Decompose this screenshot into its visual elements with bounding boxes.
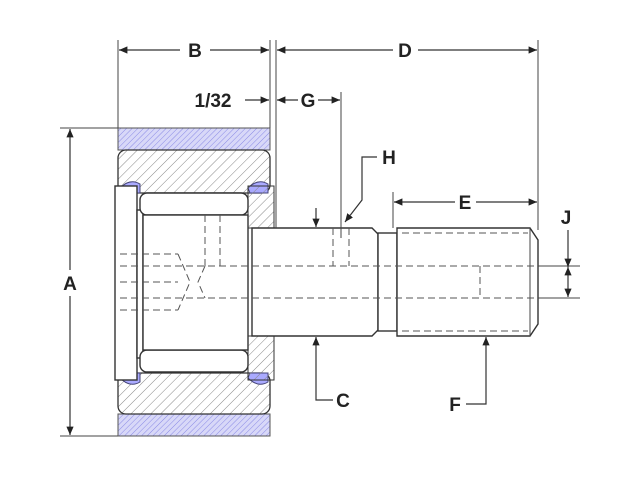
dimension-g: G [277,91,340,112]
dimension-c: C [312,337,350,412]
side-plate [247,185,275,229]
stud-head [114,185,138,381]
label-e: E [459,193,472,214]
hidden-lines [120,215,580,311]
dimension-e: E [394,193,537,214]
label-a: A [63,274,77,295]
dimension-j: J [561,208,572,297]
dimension-d: D [277,41,537,62]
label-f: F [449,395,461,416]
label-d: D [398,41,412,62]
roller-top [139,192,249,216]
outer-ring [117,127,271,437]
label-b: B [188,41,202,62]
dimension-h: H [312,148,396,227]
dimension-b: B [119,41,269,62]
label-g: G [301,91,316,112]
label-j: J [561,208,572,229]
dimension-clearance: 1/32 [195,91,269,112]
dimension-a: A [63,129,77,435]
label-clearance: 1/32 [195,91,232,112]
extension-lines [60,40,580,437]
stud [251,227,539,337]
dimension-f: F [449,337,490,416]
label-c: C [336,391,350,412]
label-h: H [382,148,396,169]
roller-bottom [139,349,249,373]
